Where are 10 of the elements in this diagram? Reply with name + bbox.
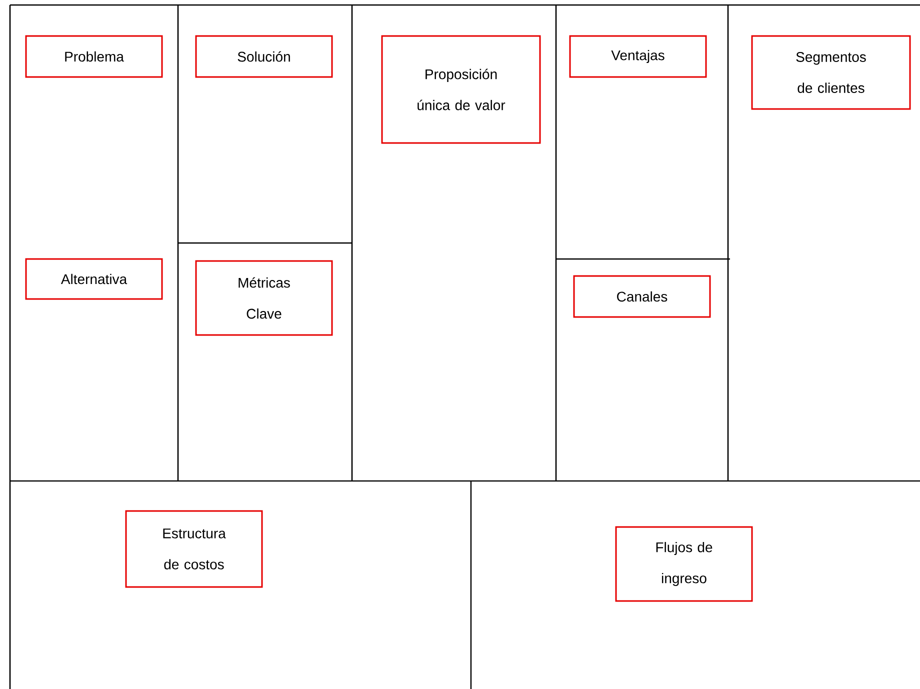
label-box: Problema bbox=[25, 35, 163, 78]
label-box: Segmentos de clientes bbox=[751, 35, 911, 110]
label-box: Flujos de ingreso bbox=[615, 526, 753, 602]
label-box: Canales bbox=[573, 275, 711, 318]
label-box: Solución bbox=[195, 35, 333, 78]
label-box: Métricas Clave bbox=[195, 260, 333, 336]
label-box: Proposición única de valor bbox=[381, 35, 541, 144]
label-box: Alternativa bbox=[25, 258, 163, 300]
label-box: Ventajas bbox=[569, 35, 707, 78]
label-box: Estructura de costos bbox=[125, 510, 263, 588]
